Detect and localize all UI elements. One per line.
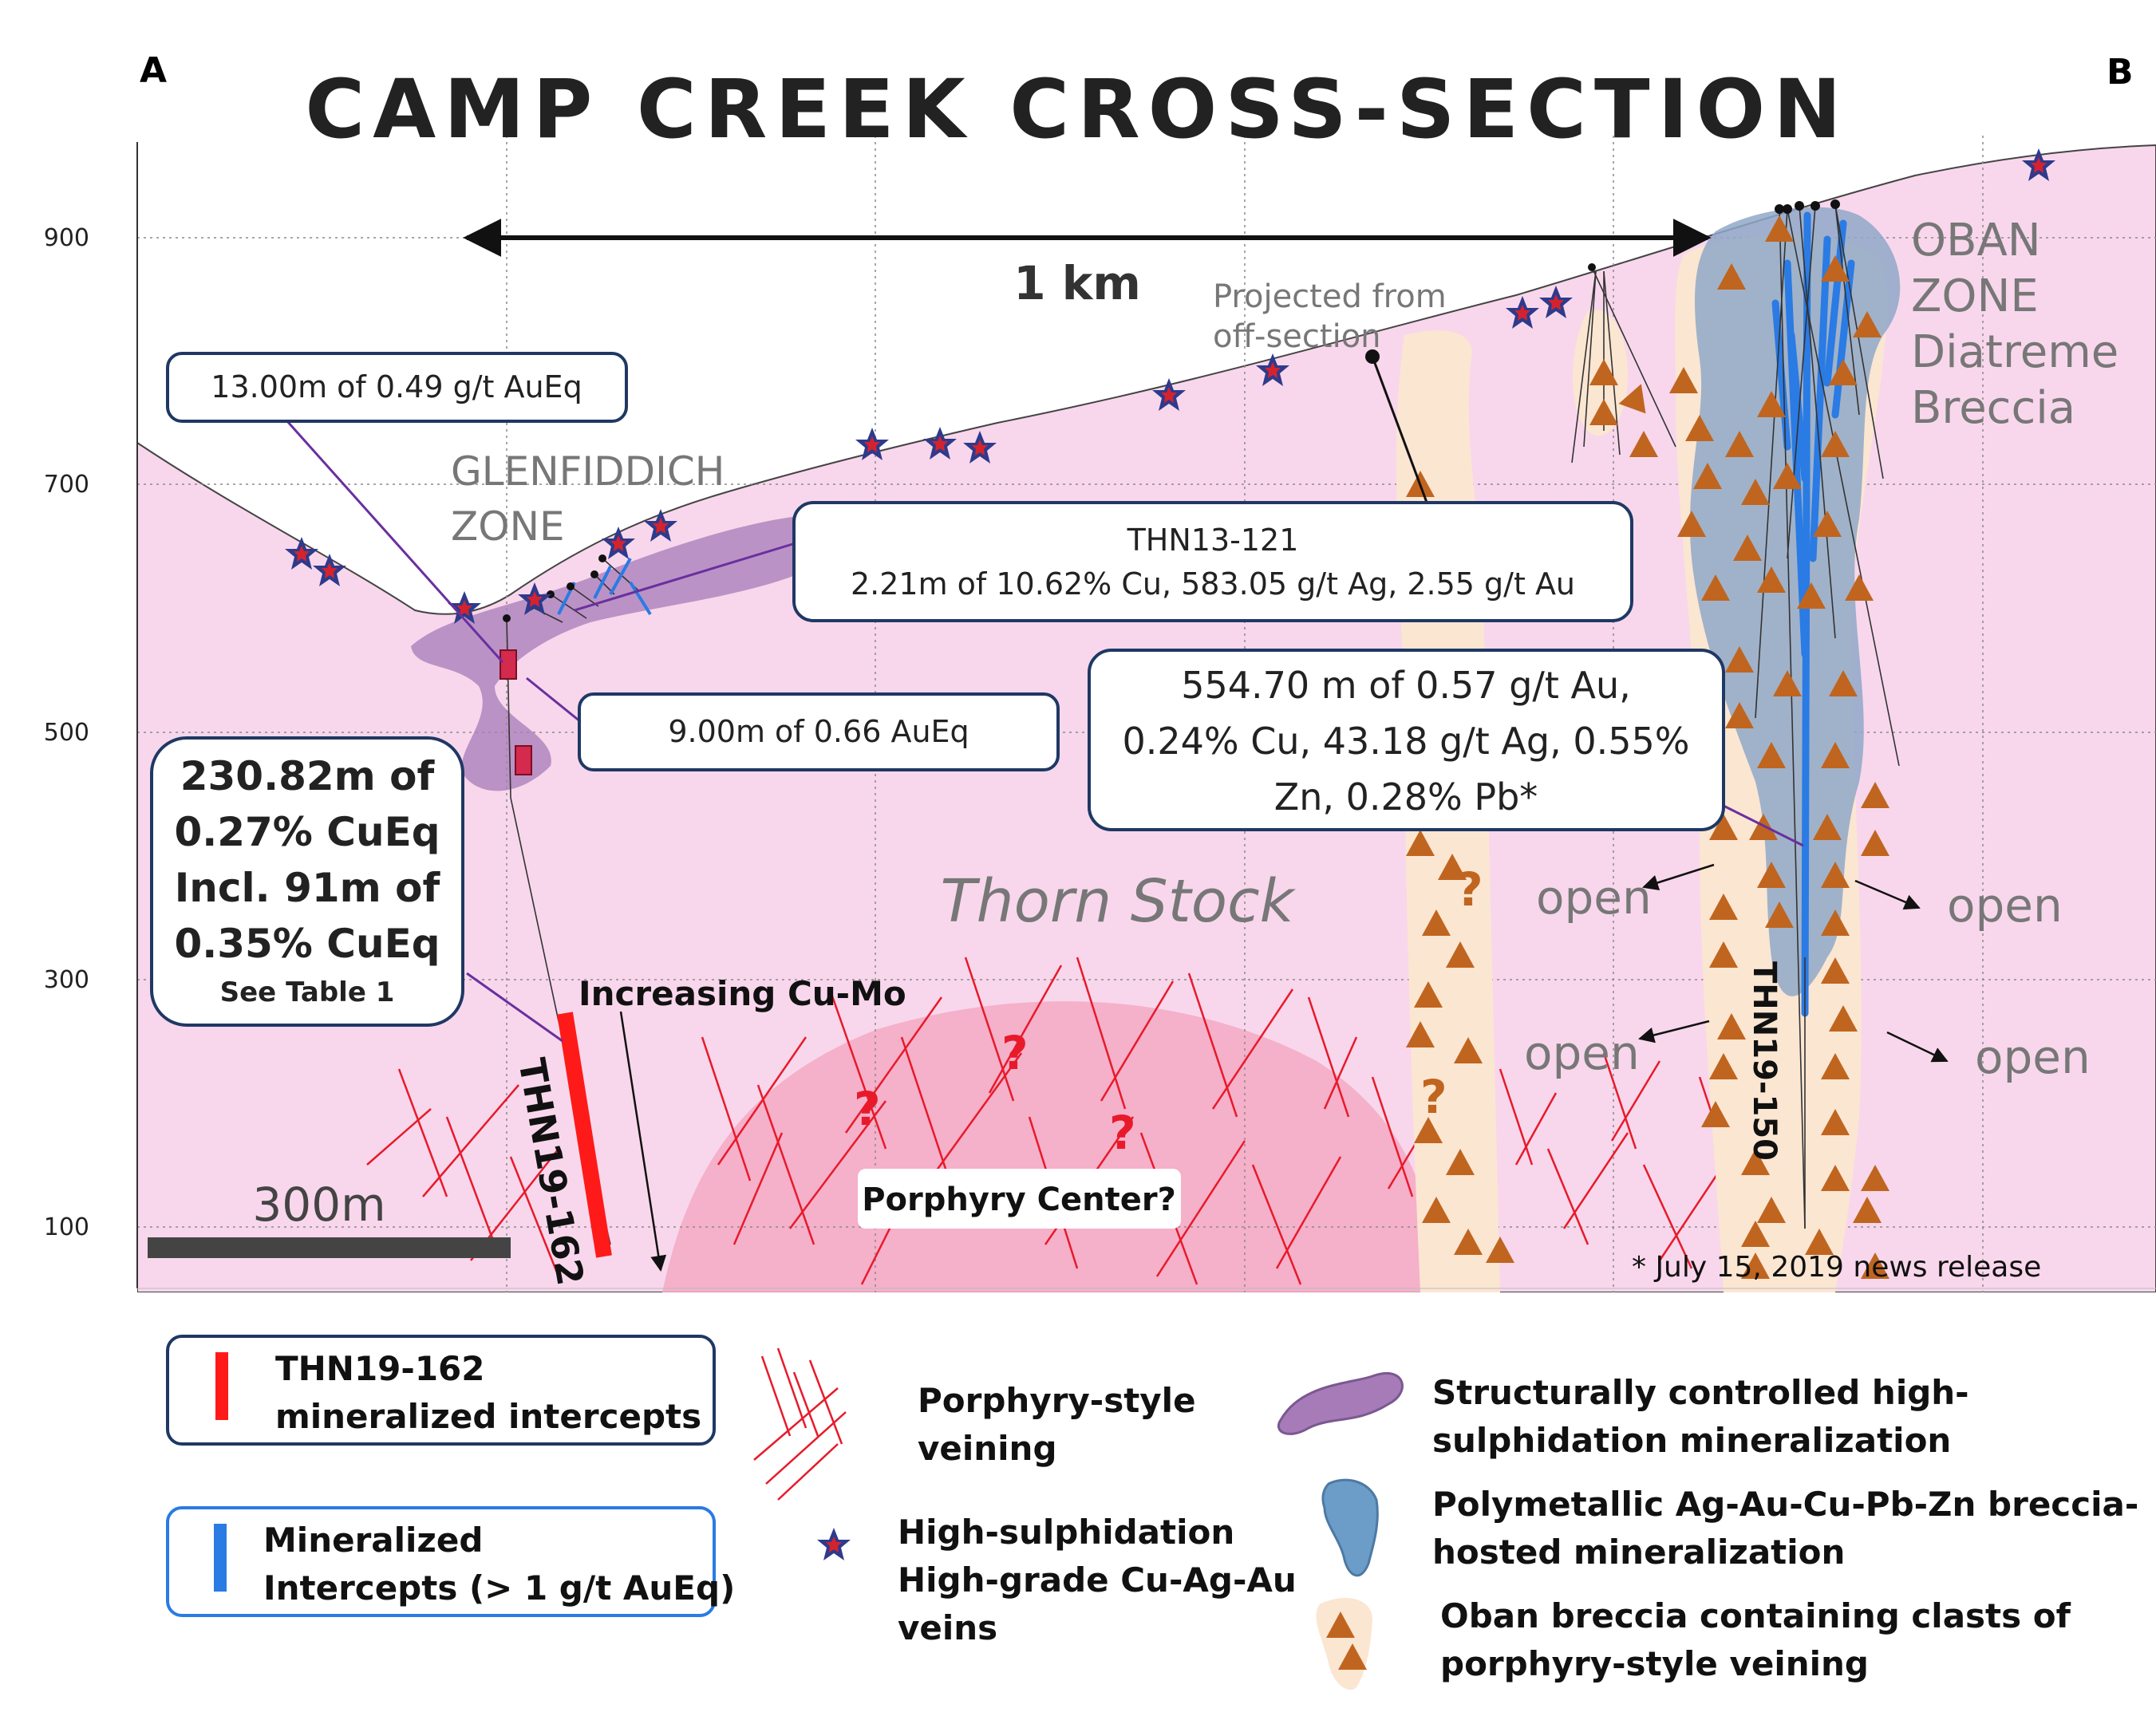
porphyry-center-label: Porphyry Center? — [862, 1182, 1176, 1218]
glenfiddich-label-2: ZONE — [451, 503, 565, 550]
legend-orange-breccia: Oban breccia containing clasts of porphy… — [1316, 1596, 2071, 1690]
y-tick-300: 300 — [44, 966, 89, 994]
legend-blue-line2b: hosted mineralization — [1432, 1533, 1845, 1572]
question-mark-5: ? — [1109, 1106, 1136, 1160]
callout-4: 554.70 m of 0.57 g/t Au, 0.24% Cu, 43.18… — [1088, 649, 1725, 831]
orange-blob-icon — [1316, 1597, 1372, 1690]
scale-300m-label: 300m — [252, 1178, 385, 1232]
corner-label-b: B — [2107, 52, 2134, 93]
oban-label-3: Diatreme — [1911, 326, 2118, 378]
callout-1-text: 13.00m of 0.49 g/t AuEq — [211, 369, 582, 404]
projected-label-1: Projected from — [1213, 278, 1447, 315]
legend-red-line1: THN19-162 — [275, 1349, 485, 1388]
callout-5-line5: See Table 1 — [220, 976, 395, 1008]
callout-2: THN13-121 2.21m of 10.62% Cu, 583.05 g/t… — [792, 501, 1633, 622]
callout-5-line2: 0.27% CuEq — [174, 809, 440, 855]
callout-3-text: 9.00m of 0.66 AuEq — [668, 714, 969, 749]
porphyry-center-box — [858, 1169, 1181, 1229]
question-mark-2: ? — [1420, 1070, 1447, 1124]
purple-structural-zone — [411, 515, 834, 791]
callout-4-line2: 0.24% Cu, 43.18 g/t Ag, 0.55% — [1123, 720, 1690, 763]
callout-4-line1: 554.70 m of 0.57 g/t Au, — [1181, 664, 1631, 707]
question-mark-4: ? — [854, 1082, 881, 1136]
y-axis-ticks: 900 700 500 300 100 — [44, 224, 89, 1241]
increasing-arrow — [619, 1011, 667, 1272]
callout-2-line2: 2.21m of 10.62% Cu, 583.05 g/t Ag, 2.55 … — [851, 566, 1575, 602]
legend-blue-line2: Intercepts (> 1 g/t AuEq) — [263, 1568, 735, 1608]
y-tick-900: 900 — [44, 224, 89, 252]
blue-bar-icon — [214, 1524, 227, 1592]
legend-purple: Structurally controlled high- sulphidati… — [1277, 1371, 1969, 1460]
corner-label-a: A — [140, 50, 167, 91]
callout-5-line4: 0.35% CuEq — [174, 921, 440, 967]
blue-blob-icon — [1321, 1478, 1379, 1577]
open-label-4: open — [1975, 1030, 2091, 1084]
thn19-162-bar — [557, 1012, 612, 1258]
oban-label-4: Breccia — [1911, 382, 2075, 434]
callout-5-line3: Incl. 91m of — [175, 865, 441, 911]
blue-breccia-zone — [1689, 207, 1901, 996]
legend-blue-line1: Mineralized — [263, 1521, 483, 1560]
red-intercept-lower — [515, 745, 532, 775]
legend-porphyry-line1: Porphyry-style — [918, 1381, 1196, 1420]
projected-label-2: off-section — [1213, 318, 1381, 355]
question-mark-3: ? — [1001, 1026, 1029, 1080]
news-release-note: * July 15, 2019 news release — [1632, 1251, 2041, 1284]
porphyry-dome — [662, 1001, 1436, 1292]
callout-5-line1: 230.82m of — [180, 753, 436, 799]
oban-label-1: OBAN — [1911, 215, 2041, 266]
question-marks: ? ? ? ? ? — [854, 862, 1483, 1160]
legend: THN19-162 mineralized intercepts Mineral… — [166, 1335, 2138, 1690]
red-intercept-upper — [500, 649, 517, 680]
legend-blue-line1b: Polymetallic Ag-Au-Cu-Pb-Zn breccia- — [1432, 1485, 2138, 1524]
callout-2-line1: THN13-121 — [1127, 523, 1299, 558]
y-tick-700: 700 — [44, 471, 89, 499]
open-label-2: open — [1947, 878, 2063, 933]
legend-star-line3: veins — [898, 1608, 997, 1647]
callout-4-line3: Zn, 0.28% Pb* — [1274, 775, 1538, 819]
projected-collar — [1365, 349, 1380, 364]
vein-icon — [753, 1347, 847, 1501]
increasing-label: Increasing Cu-Mo — [578, 974, 906, 1013]
star-icon — [817, 1528, 851, 1560]
legend-porphyry: Porphyry-style veining — [753, 1347, 1196, 1501]
y-tick-500: 500 — [44, 719, 89, 747]
open-label-3: open — [1524, 1026, 1640, 1080]
legend-orange-line1: Oban breccia containing clasts of — [1440, 1596, 2071, 1635]
open-label-1: open — [1536, 870, 1652, 925]
callout-5: 230.82m of 0.27% CuEq Incl. 91m of 0.35%… — [150, 736, 464, 1027]
legend-red-line2: mineralized intercepts — [275, 1397, 701, 1436]
oban-label-2: ZONE — [1911, 270, 2039, 322]
callout-1: 13.00m of 0.49 g/t AuEq — [166, 352, 628, 423]
legend-purple-line2: sulphidation mineralization — [1432, 1421, 1951, 1460]
question-mark-1: ? — [1456, 862, 1483, 917]
glenfiddich-label-1: GLENFIDDICH — [451, 448, 725, 495]
projected-hole — [1371, 356, 1430, 507]
callout-3: 9.00m of 0.66 AuEq — [578, 692, 1060, 771]
open-arrows — [1638, 863, 1949, 1063]
legend-star-line2: High-grade Cu-Ag-Au — [898, 1560, 1297, 1600]
legend-purple-line1: Structurally controlled high- — [1432, 1373, 1969, 1412]
purple-blob-icon — [1277, 1371, 1404, 1435]
scale-300m-bar — [148, 1237, 511, 1258]
legend-star-line1: High-sulphidation — [898, 1513, 1234, 1552]
hole-150-label: THN19-150 — [1746, 961, 1783, 1161]
legend-stars: High-sulphidation High-grade Cu-Ag-Au ve… — [817, 1513, 1297, 1647]
callout-leaders — [286, 420, 1804, 1043]
thorn-stock-label: Thorn Stock — [940, 867, 1296, 936]
y-tick-100: 100 — [44, 1213, 89, 1241]
scale-1km-label: 1 km — [1013, 256, 1141, 310]
legend-porphyry-line2: veining — [918, 1429, 1057, 1468]
legend-blue-intercepts: Mineralized Intercepts (> 1 g/t AuEq) — [166, 1506, 735, 1617]
legend-blue-breccia: Polymetallic Ag-Au-Cu-Pb-Zn breccia- hos… — [1321, 1478, 2138, 1577]
red-bar-icon — [215, 1352, 228, 1420]
page-title: CAMP CREEK CROSS-SECTION — [305, 62, 1849, 157]
legend-orange-line2: porphyry-style veining — [1440, 1644, 1869, 1683]
legend-red-intercepts: THN19-162 mineralized intercepts — [166, 1335, 716, 1446]
